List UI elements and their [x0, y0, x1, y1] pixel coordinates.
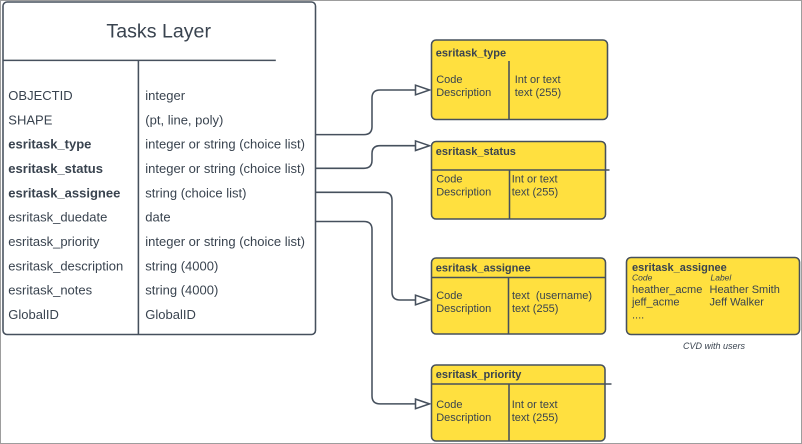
svg-text:integer or string (choice list: integer or string (choice list) [145, 137, 305, 152]
svg-text:text (username): text (username) [512, 290, 592, 302]
svg-text:string (4000): string (4000) [145, 258, 218, 273]
svg-text:Description: Description [436, 187, 491, 199]
svg-text:SHAPE: SHAPE [8, 112, 52, 127]
svg-text:text (255): text (255) [512, 412, 558, 424]
svg-text:Int or text: Int or text [515, 74, 561, 86]
svg-text:esritask_priority: esritask_priority [8, 234, 100, 249]
svg-text:text (255): text (255) [512, 187, 558, 199]
svg-text:string (4000): string (4000) [145, 283, 218, 298]
svg-text:Description: Description [436, 412, 491, 424]
svg-text:esritask_assignee: esritask_assignee [436, 263, 531, 275]
svg-text:GlobalID: GlobalID [145, 307, 196, 322]
svg-text:integer or string (choice list: integer or string (choice list) [145, 234, 305, 249]
svg-text:integer: integer [145, 88, 185, 103]
svg-text:heather_acme: heather_acme [632, 284, 702, 296]
svg-text:Code: Code [436, 74, 462, 86]
svg-text:OBJECTID: OBJECTID [8, 88, 72, 103]
svg-text:Code: Code [436, 399, 462, 411]
svg-text:string (choice list): string (choice list) [145, 185, 246, 200]
svg-text:text (255): text (255) [515, 87, 561, 99]
svg-text:(pt, line, poly): (pt, line, poly) [145, 112, 223, 127]
svg-text:Code: Code [436, 174, 462, 186]
svg-text:Jeff Walker: Jeff Walker [710, 297, 765, 309]
svg-text:esritask_status: esritask_status [436, 146, 516, 158]
svg-text:date: date [145, 210, 170, 225]
svg-text:CVD with users: CVD with users [683, 341, 746, 351]
svg-text:esritask_priority: esritask_priority [436, 369, 522, 381]
svg-text:....: .... [632, 310, 644, 322]
svg-text:Label: Label [711, 273, 733, 283]
svg-text:esritask_type: esritask_type [8, 137, 91, 152]
svg-text:Code: Code [632, 273, 653, 283]
svg-text:Tasks Layer: Tasks Layer [106, 21, 211, 43]
svg-text:esritask_type: esritask_type [436, 47, 506, 59]
svg-text:integer or string (choice list: integer or string (choice list) [145, 161, 305, 176]
svg-text:esritask_description: esritask_description [8, 258, 123, 273]
svg-text:esritask_status: esritask_status [8, 161, 103, 176]
svg-text:jeff_acme: jeff_acme [631, 297, 680, 309]
svg-text:esritask_assignee: esritask_assignee [8, 185, 120, 200]
svg-text:Heather Smith: Heather Smith [710, 284, 780, 296]
svg-text:GlobalID: GlobalID [8, 307, 59, 322]
svg-text:Int or text: Int or text [512, 399, 558, 411]
svg-text:Code: Code [436, 290, 462, 302]
svg-text:esritask_assignee: esritask_assignee [632, 262, 727, 274]
svg-text:Description: Description [436, 87, 491, 99]
svg-text:esritask_notes: esritask_notes [8, 283, 92, 298]
svg-text:Description: Description [436, 303, 491, 315]
svg-text:esritask_duedate: esritask_duedate [8, 210, 107, 225]
svg-text:text (255): text (255) [512, 303, 558, 315]
svg-text:Int or text: Int or text [512, 174, 558, 186]
